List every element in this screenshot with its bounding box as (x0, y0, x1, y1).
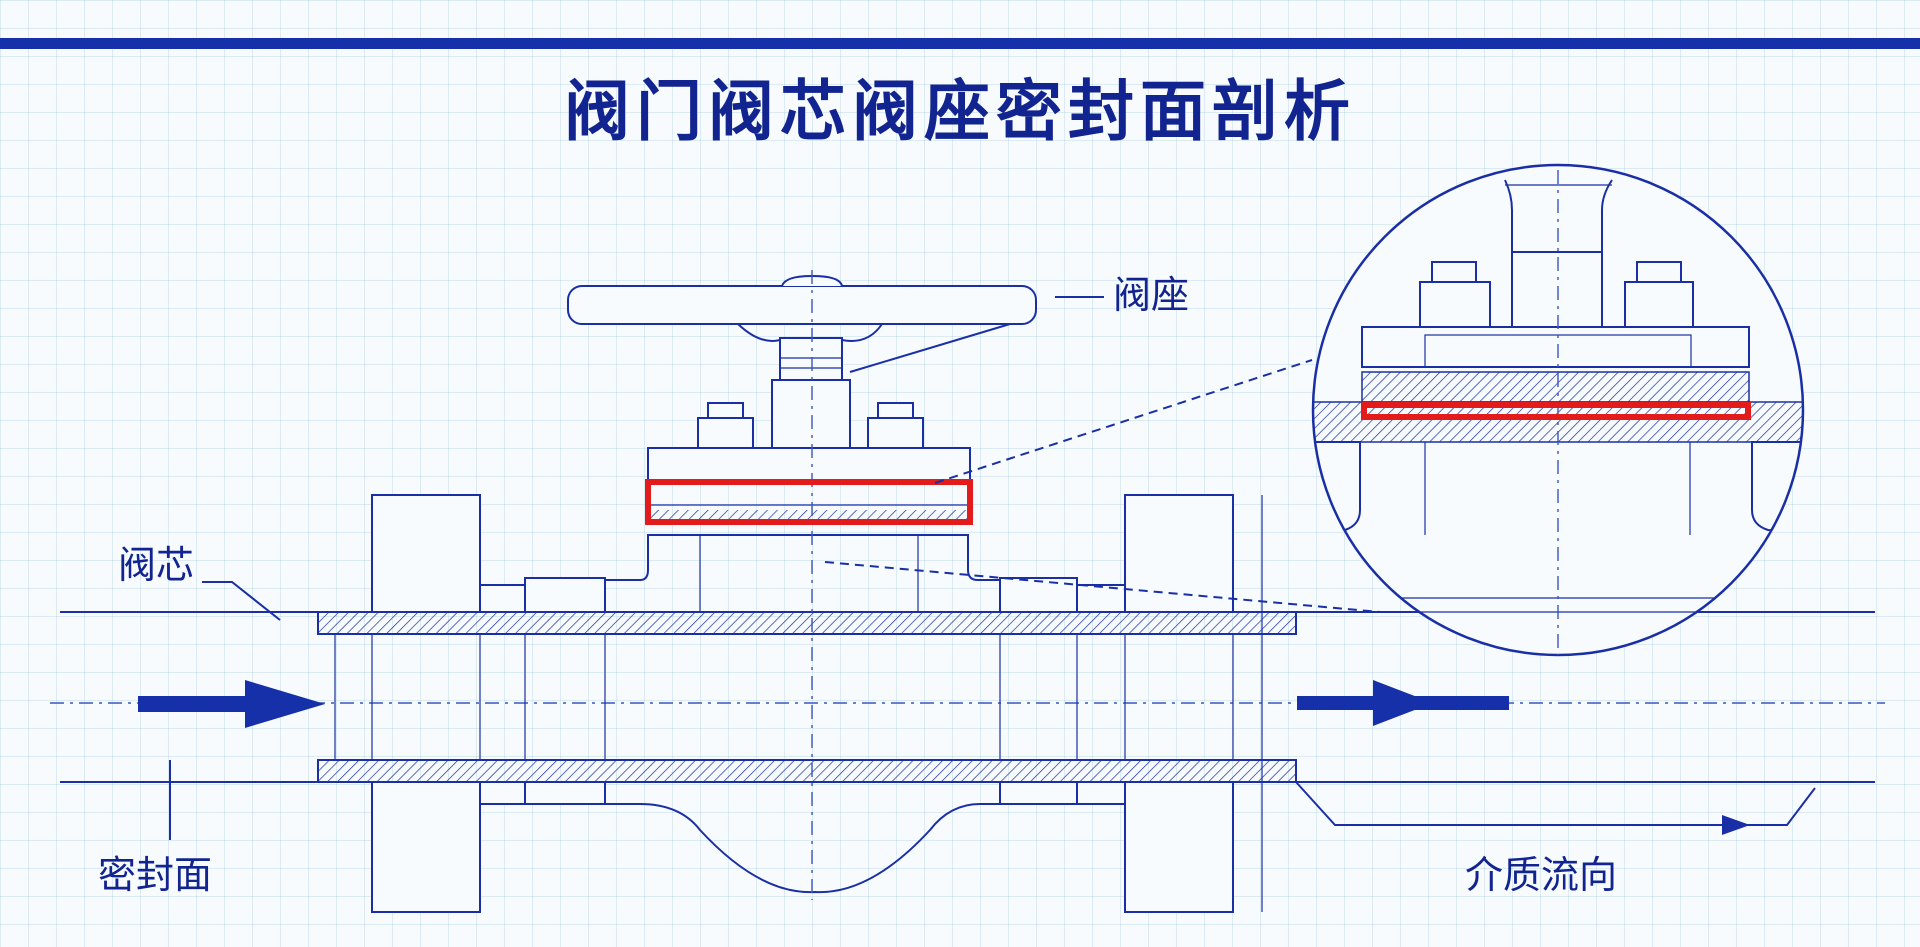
flow-arrow-left (138, 680, 325, 728)
valve-bonnet (647, 402, 971, 521)
left-flange (334, 494, 481, 913)
zoom-leader-lines (824, 359, 1381, 613)
valve-stem-handwheel (567, 274, 1037, 449)
valve-body (479, 534, 1126, 894)
sealing-face-highlight (645, 479, 973, 525)
core-label-leader (202, 581, 281, 621)
magnified-detail-view (1311, 163, 1805, 657)
label-seal-face: 密封面 (98, 853, 212, 897)
top-accent-bar (0, 38, 1920, 49)
label-core: 阀芯 (118, 543, 194, 587)
label-flow-direction: 介质流向 (1465, 853, 1617, 897)
label-seat: 阀座 (1113, 273, 1189, 317)
flow-arrow-right (1297, 680, 1509, 726)
flow-direction-leader (1295, 781, 1816, 835)
right-flange (1124, 494, 1263, 913)
pipe-wall-hatching (317, 611, 1297, 783)
page-title: 阀门阀芯阀座密封面剖析 (564, 73, 1356, 150)
